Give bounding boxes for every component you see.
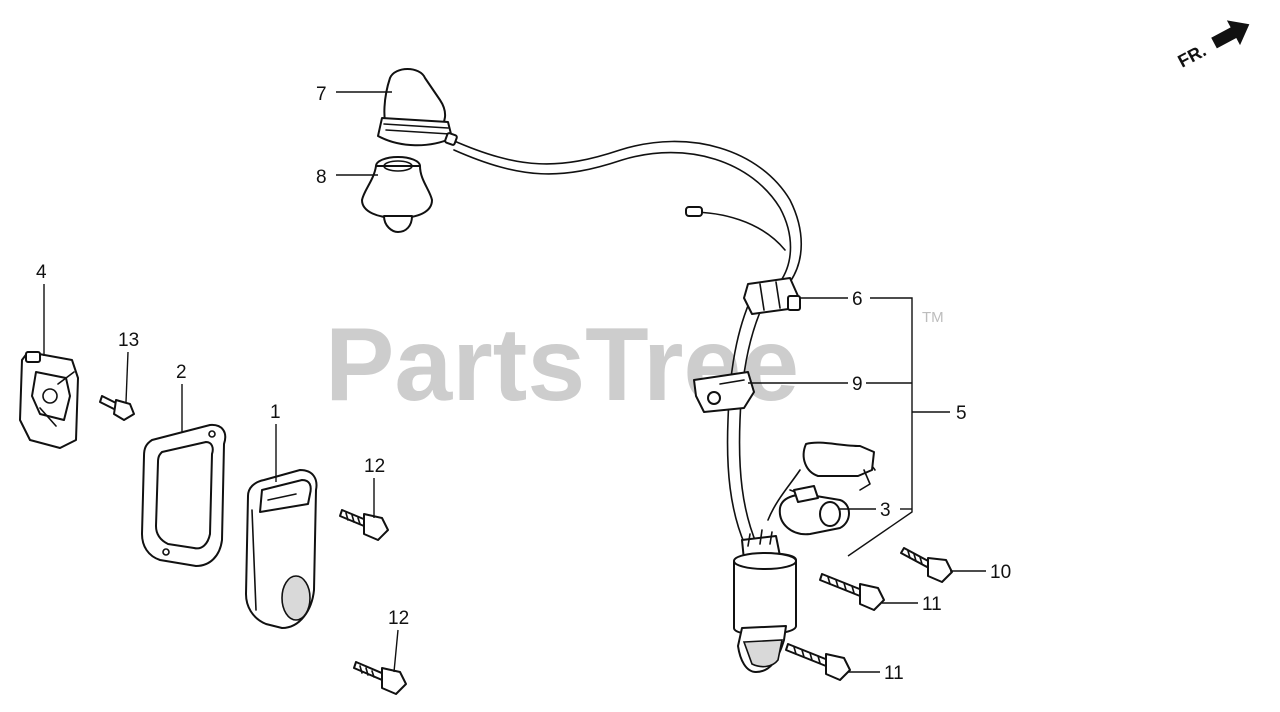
callout-11-lower: 11 <box>884 663 904 684</box>
switch-bracket <box>19 351 79 449</box>
bolt-small <box>99 395 135 421</box>
callout-8: 8 <box>316 167 327 188</box>
callout-12-lower: 12 <box>388 608 409 629</box>
callout-9: 9 <box>852 374 863 395</box>
front-arrow-icon <box>1211 20 1250 49</box>
callout-10: 10 <box>990 562 1011 583</box>
watermark-trademark: TM <box>922 309 944 326</box>
callout-13: 13 <box>118 330 139 351</box>
callout-12-upper: 12 <box>364 456 385 477</box>
condenser <box>778 441 875 536</box>
callout-7: 7 <box>316 84 327 105</box>
gasket <box>141 423 227 567</box>
bolt-lower-12 <box>353 661 407 695</box>
front-label: FR. <box>1174 40 1209 71</box>
front-direction-indicator: FR. <box>1174 20 1250 72</box>
bolt-lower-11 <box>785 643 851 681</box>
callout-labels: 7 8 4 13 2 1 12 12 6 9 5 3 10 11 11 <box>36 84 1011 684</box>
connector <box>743 277 801 315</box>
callout-4: 4 <box>36 262 47 283</box>
rubber-boot <box>361 156 433 233</box>
watermark: PartsTree TM <box>325 307 944 423</box>
bolt-upper-12 <box>339 509 389 541</box>
leader-lines <box>43 91 986 673</box>
ignition-coil <box>733 529 797 673</box>
callout-5: 5 <box>956 403 967 424</box>
callout-1: 1 <box>270 402 281 423</box>
spark-plug-cap <box>377 68 458 147</box>
bolt-upper-11 <box>819 573 885 611</box>
callout-2: 2 <box>176 362 187 383</box>
callout-3: 3 <box>880 500 891 521</box>
callout-11-upper: 11 <box>922 594 942 615</box>
bolt-10 <box>900 547 953 583</box>
wire-clamp <box>693 371 755 413</box>
ignition-cover <box>245 469 318 629</box>
callout-6: 6 <box>852 289 863 310</box>
